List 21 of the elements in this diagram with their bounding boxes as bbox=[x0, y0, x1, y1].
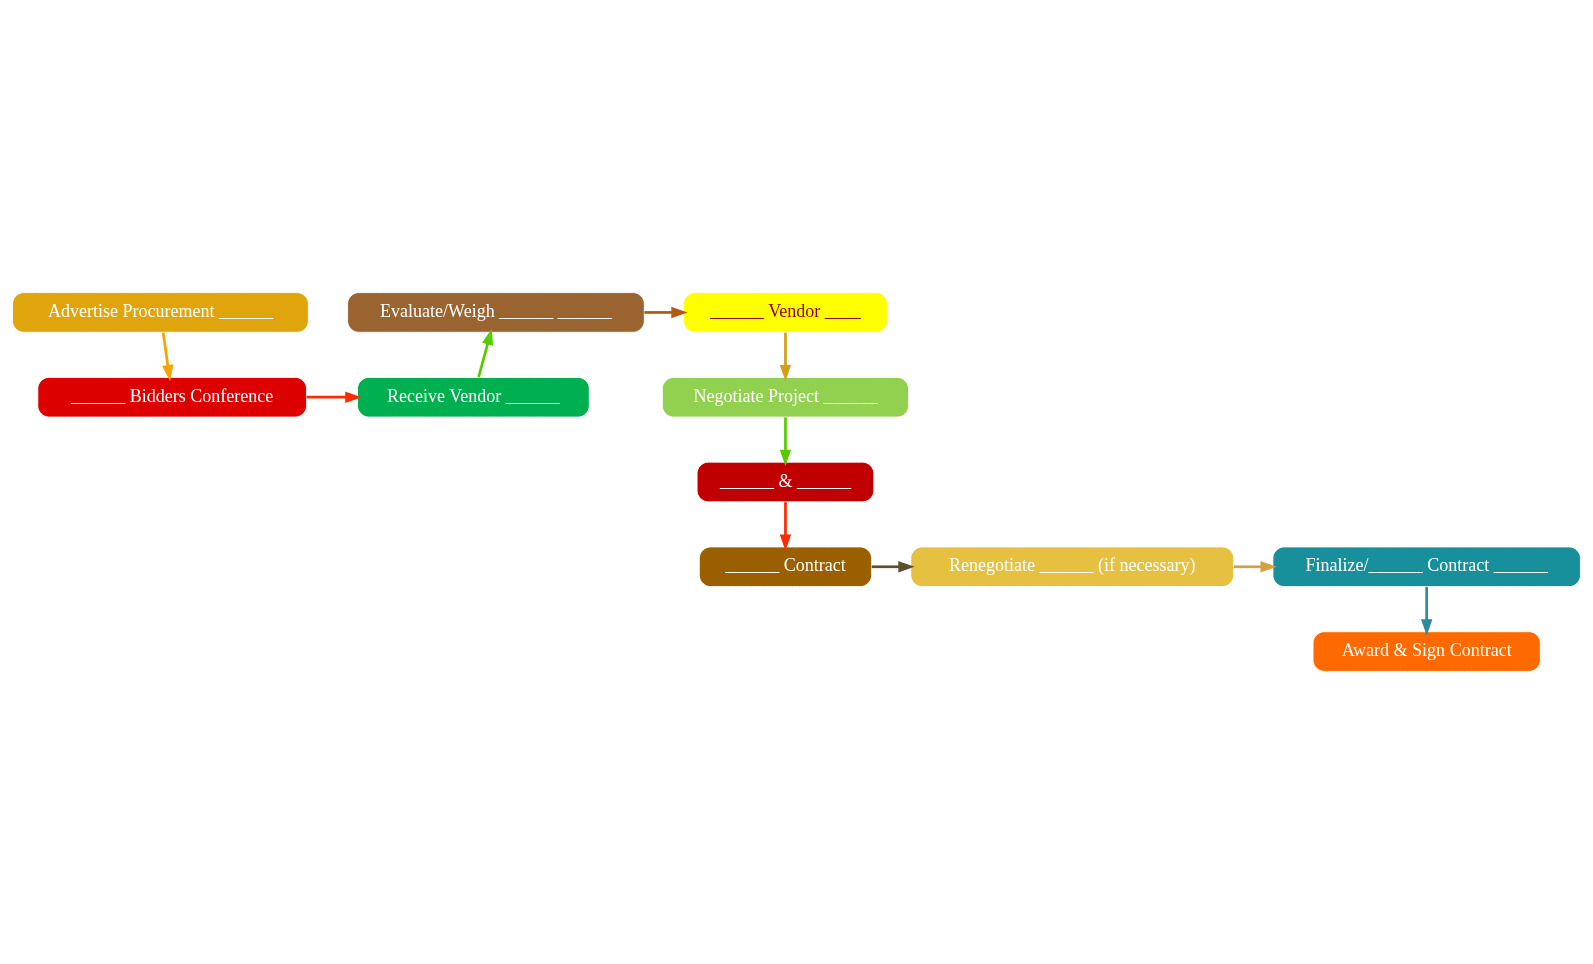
arrow bbox=[161, 332, 174, 382]
arrow bbox=[779, 332, 792, 382]
arrow bbox=[306, 391, 362, 403]
node-box: Finalize/______ Contract ______ bbox=[1272, 546, 1581, 588]
arrow bbox=[1420, 586, 1433, 636]
node-box: Evaluate/Weigh ______ ______ bbox=[347, 292, 645, 333]
node-box: ______ & ______ bbox=[696, 461, 875, 503]
arrow bbox=[871, 561, 915, 573]
node-box: Renegotiate ______ (if necessary) bbox=[910, 546, 1235, 588]
arrow bbox=[477, 328, 494, 378]
node-box: Award & Sign Contract bbox=[1312, 631, 1541, 672]
arrow bbox=[779, 502, 792, 551]
node-box: ______ Vendor ____ bbox=[683, 292, 888, 333]
node-box: Advertise Procurement ______ bbox=[12, 292, 309, 333]
arrow bbox=[779, 417, 792, 467]
arrow bbox=[644, 306, 688, 319]
node-box: ______ Bidders Conference bbox=[37, 376, 307, 418]
arrow bbox=[1233, 561, 1277, 573]
node-box: Negotiate Project ______ bbox=[661, 376, 909, 418]
node-box: ______ Contract bbox=[698, 546, 873, 588]
node-box: Receive Vendor ______ bbox=[357, 376, 590, 418]
